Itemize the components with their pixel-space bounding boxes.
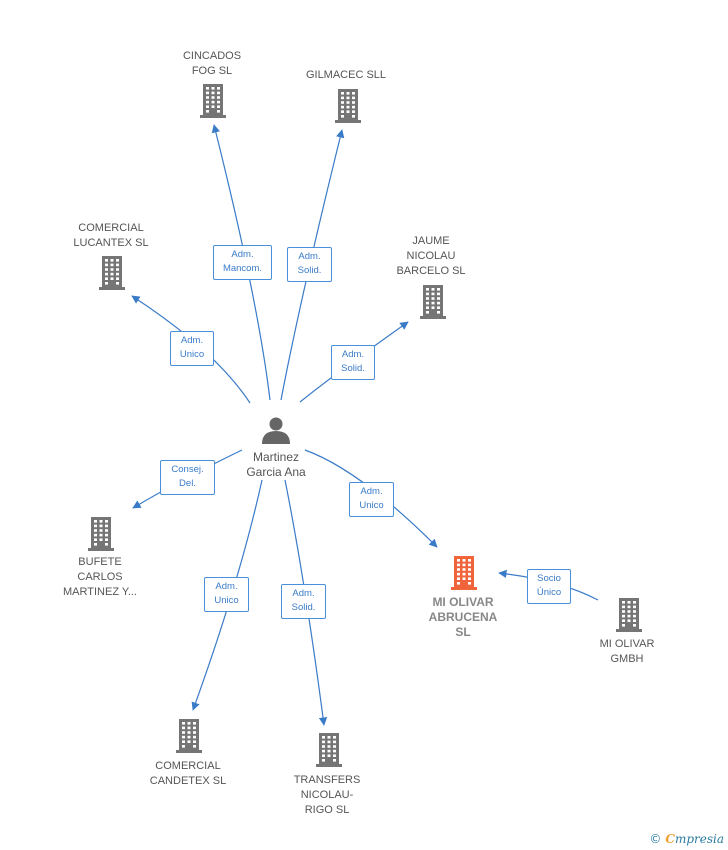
edge-person-to-gilmacec xyxy=(280,129,345,401)
company-label-cincados[interactable]: CINCADOS FOG SL xyxy=(162,49,262,79)
label-line: MARTINEZ Y... xyxy=(63,586,137,598)
label-line: TRANSFERS xyxy=(293,774,361,786)
label-line: CARLOS xyxy=(77,571,123,583)
edge-label-line: Adm. xyxy=(360,486,383,497)
edge-label-line: Del. xyxy=(179,478,196,489)
label-line: JAUME xyxy=(412,235,450,247)
edge-label-line: Mancom. xyxy=(222,263,263,274)
company-label-bufete[interactable]: BUFETE CARLOS MARTINEZ Y... xyxy=(50,555,150,600)
edge-label-comercial-lucantex[interactable]: Adm. Unico xyxy=(170,331,214,366)
brand-logo-text: mpresia xyxy=(674,832,724,846)
brand-logo-initial: C xyxy=(665,832,675,846)
person-name-label[interactable]: Martinez Garcia Ana xyxy=(226,450,326,480)
building-icon-mi-olivar-gmbh[interactable] xyxy=(616,598,642,632)
label-line: LUCANTEX SL xyxy=(73,237,149,249)
label-line: NICOLAU- xyxy=(300,789,354,801)
edge-label-cincados[interactable]: Adm. Mancom. xyxy=(213,245,272,280)
person-icon[interactable] xyxy=(262,417,290,445)
company-label-mi-olivar-abrucena[interactable]: MI OLIVAR ABRUCENA SL xyxy=(413,595,513,640)
edge-label-bufete[interactable]: Consej. Del. xyxy=(160,460,215,495)
label-line: FOG SL xyxy=(191,65,233,77)
label-line: COMERCIAL xyxy=(78,222,144,234)
building-icon-jaume[interactable] xyxy=(420,285,446,319)
edge-label-comercial-candetex[interactable]: Adm. Unico xyxy=(204,577,249,612)
label-line: SL xyxy=(455,625,471,639)
edge-label-line: Adm. xyxy=(180,335,204,346)
label-line: MI OLIVAR xyxy=(432,595,494,609)
edge-label-line: Adm. xyxy=(215,581,238,592)
company-label-jaume[interactable]: JAUME NICOLAU BARCELO SL xyxy=(381,234,481,279)
edge-label-line: Solid. xyxy=(291,602,316,613)
edge-label-line: Consej. xyxy=(171,464,204,475)
building-icon-gilmacec[interactable] xyxy=(335,89,361,123)
building-icon-bufete[interactable] xyxy=(88,517,114,551)
edge-label-line: Unico xyxy=(214,595,239,606)
edge-label-mi-olivar-gmbh[interactable]: Socio Único xyxy=(527,569,571,604)
label-line: GMBH xyxy=(610,653,644,665)
label-line: CANDETEX SL xyxy=(149,775,227,787)
edge-label-line: Adm. xyxy=(292,588,315,599)
company-label-gilmacec[interactable]: GILMACEC SLL xyxy=(296,68,396,83)
label-line: BARCELO SL xyxy=(396,265,466,277)
copyright-icon: © xyxy=(649,832,662,846)
company-label-transfers[interactable]: TRANSFERS NICOLAU- RIGO SL xyxy=(277,773,377,818)
edge-label-line: Unico xyxy=(179,349,205,360)
label-line: RIGO SL xyxy=(304,804,350,816)
edge-label-gilmacec[interactable]: Adm. Solid. xyxy=(287,247,332,282)
label-line: CINCADOS xyxy=(182,50,242,62)
edge-label-transfers[interactable]: Adm. Solid. xyxy=(281,584,326,619)
footer-brand[interactable]: ©Cmpresia xyxy=(649,832,724,846)
edge-label-line: Socio xyxy=(537,573,561,584)
company-label-comercial-candetex[interactable]: COMERCIAL CANDETEX SL xyxy=(138,759,238,789)
edge-label-line: Adm. xyxy=(231,249,254,260)
company-label-mi-olivar-gmbh[interactable]: MI OLIVAR GMBH xyxy=(577,637,677,667)
label-line: BUFETE xyxy=(78,556,122,568)
edge-label-line: Único xyxy=(536,587,562,598)
edge-label-line: Adm. xyxy=(341,349,365,360)
edge-label-line: Solid. xyxy=(341,363,365,374)
edge-label-line: Unico xyxy=(359,500,384,511)
label-line: GILMACEC SLL xyxy=(305,69,387,81)
person-name-line-1: Martinez xyxy=(252,450,299,464)
label-line: NICOLAU xyxy=(406,250,456,262)
building-icon-comercial-candetex[interactable] xyxy=(176,719,202,753)
edge-label-line: Adm. xyxy=(298,251,321,262)
building-icon-transfers[interactable] xyxy=(316,733,342,767)
building-icon-cincados[interactable] xyxy=(200,84,226,118)
edge-label-line: Solid. xyxy=(297,265,322,276)
label-line: MI OLIVAR xyxy=(599,638,655,650)
label-line: COMERCIAL xyxy=(155,760,221,772)
company-label-comercial-lucantex[interactable]: COMERCIAL LUCANTEX SL xyxy=(61,221,161,251)
edge-label-jaume[interactable]: Adm. Solid. xyxy=(331,345,375,380)
edge-label-mi-olivar-abrucena[interactable]: Adm. Unico xyxy=(349,482,394,517)
person-name-line-2: Garcia Ana xyxy=(246,465,306,479)
edge-person-to-cincados xyxy=(211,124,271,401)
label-line: ABRUCENA xyxy=(428,610,498,624)
building-icon-comercial-lucantex[interactable] xyxy=(99,256,125,290)
building-icon-mi-olivar-abrucena[interactable] xyxy=(451,556,477,590)
